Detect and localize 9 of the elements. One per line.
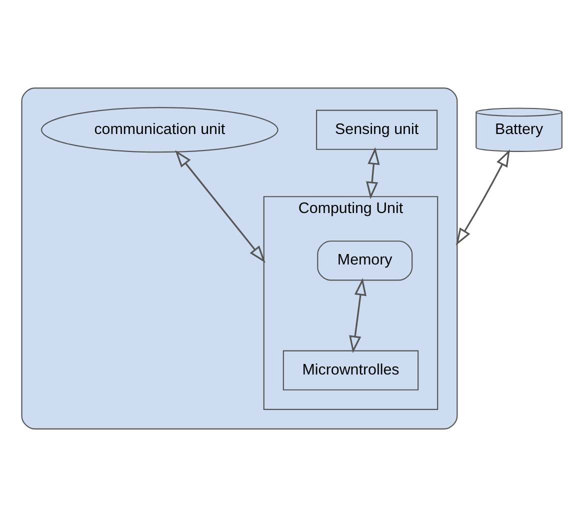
node-box: Microwntrolles [282,350,419,390]
cluster [21,86,458,430]
node-ellipse: communication unit [40,106,278,152]
node-box: Memory [317,240,413,280]
arrow [456,148,510,245]
arrow [175,150,266,262]
arrow [349,278,366,353]
node-box: Sensing unit [316,109,438,150]
arrow [366,146,380,199]
